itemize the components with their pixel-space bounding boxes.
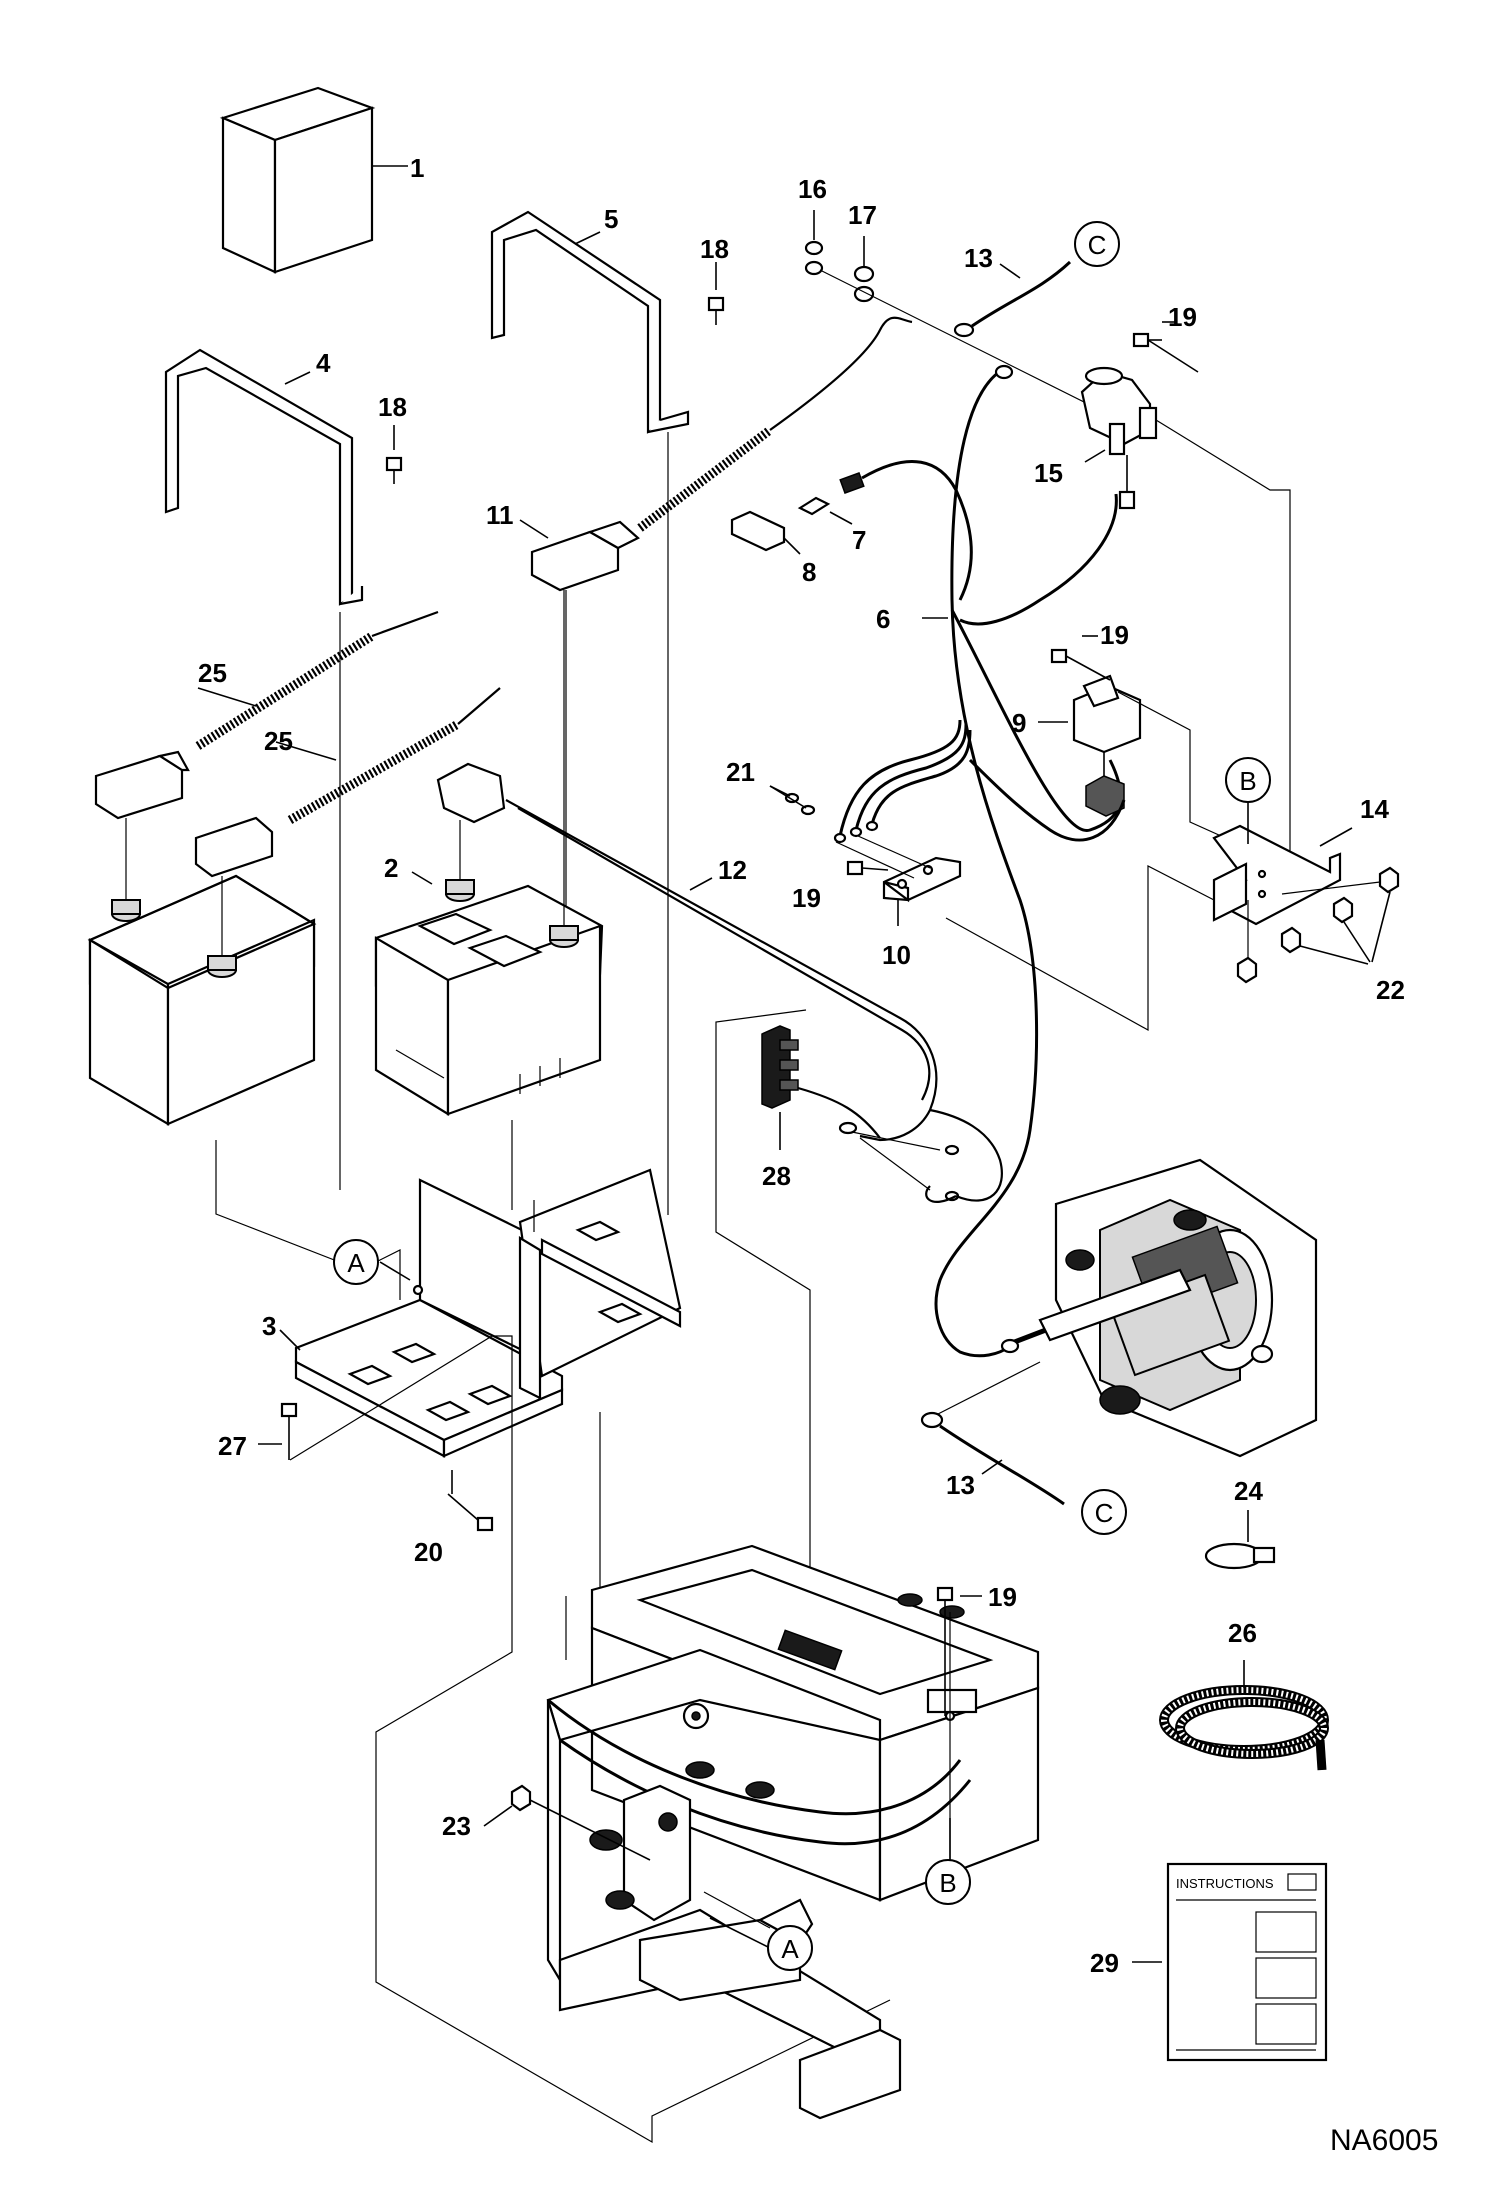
callout-7: 7 [852,525,866,555]
part-21-screws [769,785,816,816]
callout-15: 15 [1034,458,1063,488]
callout-9: 9 [1012,708,1026,738]
part-18-bolt-lower [385,425,403,484]
part-4-hold-down-bracket [164,348,364,1190]
reference-b-upper: B [1225,757,1271,803]
reference-a-lower-label: A [781,1934,799,1964]
callout-1: 1 [410,153,424,183]
callout-21: 21 [726,757,755,787]
callout-25-upper: 25 [198,658,227,688]
part-22-nuts [1236,866,1400,984]
reference-a-upper: A [333,1239,379,1285]
callout-24: 24 [1234,1476,1263,1506]
leader-ref-a-upper [379,1261,411,1281]
callout-20: 20 [414,1537,443,1567]
callout-8: 8 [802,557,816,587]
callout-18-upper: 18 [700,234,729,264]
callout-22: 22 [1376,975,1405,1005]
part-19-bolt-terminal [846,860,889,876]
part-12-battery-cable [436,762,938,1142]
reference-c-upper-label: C [1088,230,1107,260]
part-24-cable-tie [1204,1510,1276,1570]
reference-b-lower-label: B [939,1868,956,1898]
reference-a-lower: A [767,1925,813,1971]
reference-c-upper: C [1088,230,1107,260]
part-7-connector [797,496,853,525]
callout-13-upper: 13 [964,243,993,273]
callout-11: 11 [486,500,514,530]
part-19-bolt-relay [1050,635,1111,681]
part-10-terminal-block [833,719,972,926]
callout-19-relay: 19 [1100,620,1129,650]
part-27-bolt [258,1402,298,1460]
reference-b-lower: B [925,1859,971,1905]
machine-frame [546,1544,1040,2120]
callout-19-frame: 19 [988,1582,1017,1612]
callout-23: 23 [442,1811,471,1841]
callout-17: 17 [848,200,877,230]
reference-a-upper-label: A [347,1248,365,1278]
callout-27: 27 [218,1431,247,1461]
callout-2: 2 [384,853,398,883]
instructions-sheet-title: INSTRUCTIONS [1176,1876,1274,1891]
starter-motor [1000,1158,1318,1458]
callout-25-lower: 25 [264,726,293,756]
part-25-cable-lower [194,687,501,878]
part-13-ground-strap-upper [819,221,1121,421]
part-16-nuts [804,210,824,276]
callout-18-lower: 18 [378,392,407,422]
callout-3: 3 [262,1311,276,1341]
callout-6: 6 [876,604,890,634]
part-17-washers [853,236,875,303]
part-23-nut [483,1784,651,1861]
callout-10: 10 [882,940,911,970]
callout-4: 4 [316,348,331,378]
reference-c-lower: C [1095,1498,1114,1528]
part-20-bolt [447,1470,494,1532]
part-18-bolt-upper [707,262,725,325]
part-2-battery [374,590,604,1210]
part-19-bolt-solenoid [1132,321,1199,373]
part-29-instructions-sheet: INSTRUCTIONS [1132,1862,1328,2062]
callout-12: 12 [718,855,747,885]
reference-c-lower-label: C [1095,1498,1114,1528]
callout-13-lower: 13 [946,1470,975,1500]
callout-19-terminal: 19 [792,883,821,913]
callout-19-solenoid: 19 [1168,302,1197,332]
part-13-ground-strap-lower [920,1361,1127,1535]
battery-left [87,818,401,1300]
callout-29: 29 [1090,1948,1119,1978]
callout-14: 14 [1360,794,1389,824]
part-1-box [219,86,408,274]
part-14-mounting-bracket [945,824,1353,1032]
callout-28: 28 [762,1161,791,1191]
part-9-relay [968,674,1231,842]
part-11-terminal-cover-cable [519,316,913,920]
part-26-braided-sleeve [1159,1660,1329,1771]
part-15-starter-solenoid [1080,366,1291,880]
callout-16: 16 [798,174,827,204]
callout-26: 26 [1228,1618,1257,1648]
reference-b-upper-label: B [1239,766,1256,796]
part-25-cable-upper [94,610,439,820]
part-5-hold-down-bracket [490,210,690,1215]
callout-5: 5 [604,204,618,234]
drawing-code: NA6005 [1330,2124,1438,2157]
part-28-terminal-strip [715,1009,1003,1722]
leader-ref-a-lower [709,1917,771,1949]
part-19-bolt-frame [936,1586,982,1716]
part-8-connector [730,510,801,555]
